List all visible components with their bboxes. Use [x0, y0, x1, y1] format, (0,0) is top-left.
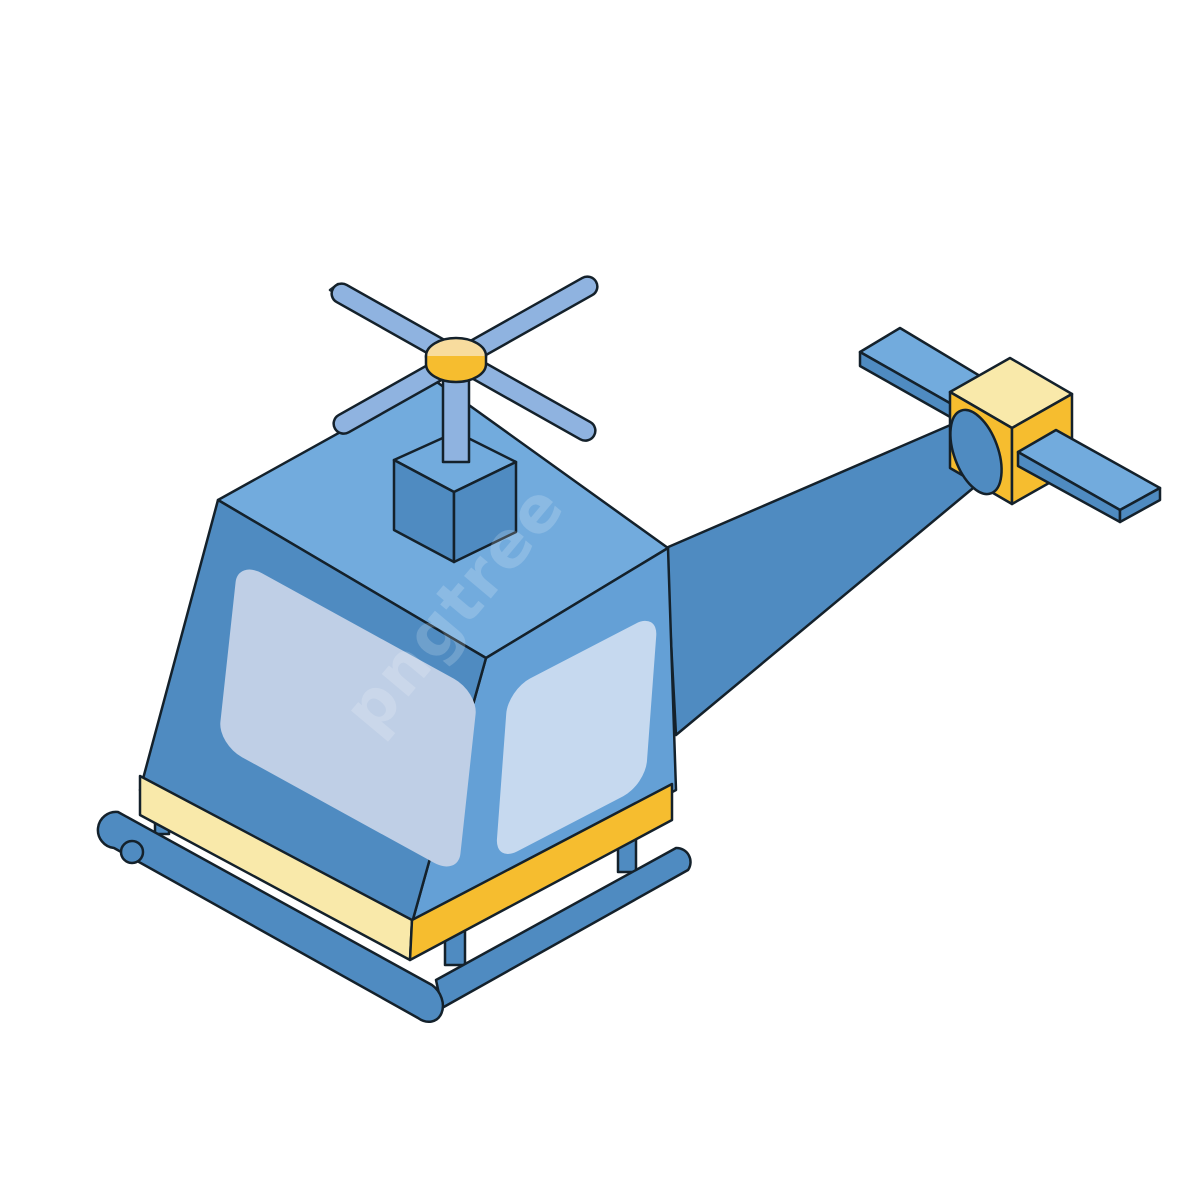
- tail-rotor: [858, 326, 1162, 524]
- main-rotor: [328, 275, 599, 564]
- cabin-stripe-side: [408, 782, 674, 962]
- rotor-mast: [441, 370, 471, 464]
- tail-boom: [664, 418, 980, 737]
- skid-tube-rear: [434, 846, 692, 1010]
- skid-tube-front: [96, 810, 445, 1023]
- rotor-hub-edge: [424, 354, 488, 384]
- rotor-base-right: [452, 460, 518, 564]
- tail-boom-collar: [949, 408, 1003, 496]
- tail-fin-front-edge-right: [1118, 486, 1162, 524]
- window-front: [220, 569, 476, 867]
- window-side: [496, 620, 657, 854]
- skid-tube-front-cap: [119, 839, 145, 865]
